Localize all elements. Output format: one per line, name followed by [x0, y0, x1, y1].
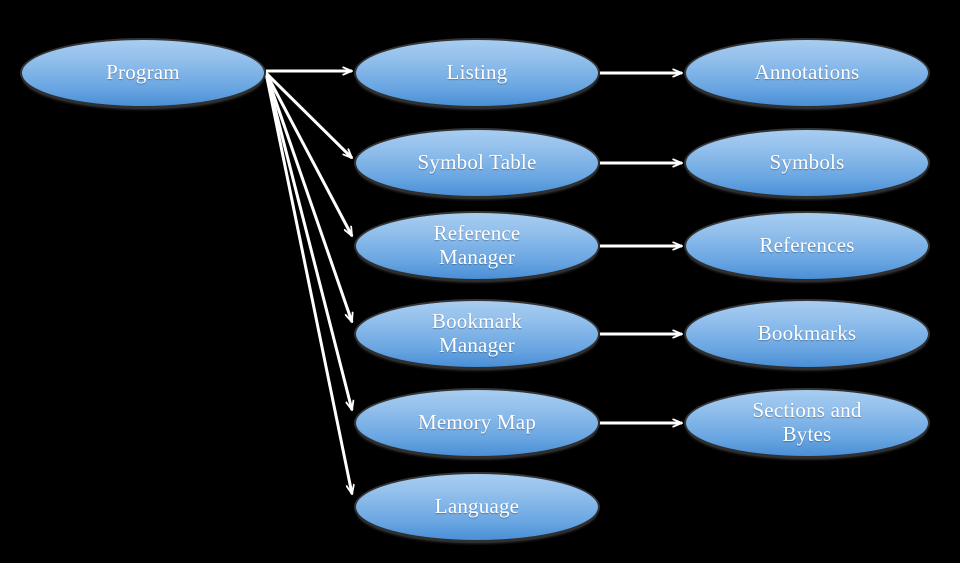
- node-symbols[interactable]: Symbols: [686, 130, 928, 196]
- node-label: Listing: [446, 60, 508, 85]
- edge-program-to-reference-manager: [264, 72, 354, 236]
- node-label: References: [759, 233, 855, 258]
- node-reference-manager[interactable]: Reference Manager: [356, 213, 598, 279]
- edge-program-to-symbol-table: [264, 71, 352, 158]
- node-references[interactable]: References: [686, 213, 928, 279]
- node-annotations[interactable]: Annotations: [686, 40, 928, 106]
- edge-program-to-memory-map: [264, 72, 352, 410]
- edge-program-to-bookmark-manager: [264, 72, 352, 322]
- node-label: Bookmark Manager: [431, 309, 523, 357]
- node-bookmarks[interactable]: Bookmarks: [686, 301, 928, 367]
- node-label: Annotations: [754, 60, 860, 85]
- node-label: Reference Manager: [433, 221, 521, 269]
- node-sections-bytes[interactable]: Sections and Bytes: [686, 390, 928, 456]
- node-bookmark-manager[interactable]: Bookmark Manager: [356, 301, 598, 367]
- node-language[interactable]: Language: [356, 474, 598, 540]
- node-label: Program: [106, 60, 180, 85]
- node-listing[interactable]: Listing: [356, 40, 598, 106]
- node-memory-map[interactable]: Memory Map: [356, 390, 598, 456]
- node-program[interactable]: Program: [22, 40, 264, 106]
- node-label: Symbol Table: [417, 150, 537, 175]
- node-label: Memory Map: [417, 410, 537, 435]
- node-symbol-table[interactable]: Symbol Table: [356, 130, 598, 196]
- node-label: Sections and Bytes: [752, 398, 862, 446]
- edge-program-to-language: [264, 72, 352, 494]
- node-label: Language: [434, 494, 520, 519]
- node-label: Symbols: [769, 150, 845, 175]
- node-label: Bookmarks: [757, 321, 857, 346]
